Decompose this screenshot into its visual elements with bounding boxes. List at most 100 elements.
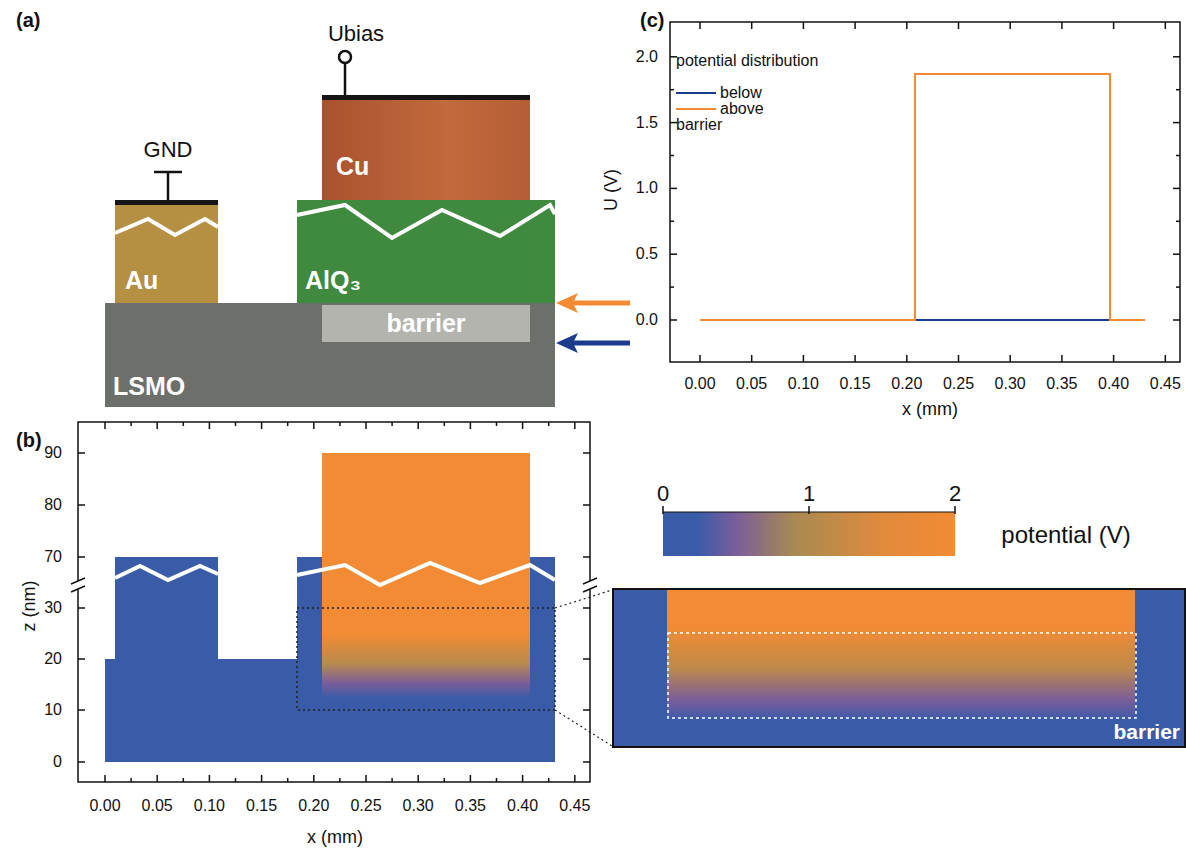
tick-mark (808, 506, 810, 514)
tick-mark (1113, 22, 1115, 29)
tick-mark (235, 422, 237, 426)
tick-mark (670, 155, 674, 157)
axis-break-mark (71, 586, 85, 592)
tick-mark (183, 422, 185, 426)
tick-mark (1173, 319, 1180, 321)
legend-label: above (720, 100, 764, 118)
tick-mark (548, 422, 550, 426)
zoom-box (297, 608, 555, 710)
tick-mark (209, 775, 211, 782)
layer-break-zigzag (297, 205, 555, 238)
tick-mark (391, 422, 393, 426)
tick-mark (417, 775, 419, 782)
axis-label: 0.30 (995, 375, 1026, 393)
tick-mark (854, 355, 856, 362)
axis-label: x (mm) (307, 828, 363, 848)
tick-mark (261, 422, 263, 429)
tick-mark (104, 775, 106, 782)
tick-mark (574, 422, 576, 429)
tick-mark (104, 422, 106, 429)
bias-wire (344, 63, 347, 95)
layer-label: AlQ₃ (305, 266, 361, 295)
colorbar-axis (663, 512, 955, 513)
tick-mark (156, 422, 158, 429)
axis-label: 0.40 (507, 797, 538, 815)
tick-mark (522, 775, 524, 782)
barrier-layer: barrier (612, 588, 1186, 748)
axis-label: 0.25 (350, 797, 381, 815)
tick-mark (662, 506, 664, 514)
layer-label: Au (125, 266, 158, 295)
axis-label: 0.45 (1150, 375, 1181, 393)
axis-label: 0.10 (788, 375, 819, 393)
tick-mark (583, 658, 590, 660)
device-layer: LSMObarrier (105, 303, 555, 407)
axis-label: 0.20 (298, 797, 329, 815)
tick-mark (261, 775, 263, 782)
tick-mark (670, 122, 677, 124)
below-arrow (572, 341, 630, 346)
panel-letter: (c) (640, 9, 664, 31)
tick-mark (78, 658, 85, 660)
axis-label: 0 (657, 482, 669, 506)
axis-label: 0.25 (943, 375, 974, 393)
legend-entry: below (676, 84, 762, 102)
tick-mark (906, 22, 908, 29)
axis-label: Ubias (328, 22, 384, 46)
tick-mark (78, 504, 85, 506)
axis-label: 70 (44, 548, 62, 566)
tick-mark (583, 504, 590, 506)
tick-mark (1176, 89, 1180, 91)
tick-mark (1176, 286, 1180, 288)
axis-break-zigzag (115, 566, 218, 580)
ground-symbol (154, 171, 182, 174)
tick-mark (548, 778, 550, 782)
axis-label: 90 (44, 444, 62, 462)
axis-label: 0.0 (636, 311, 658, 329)
axis-label: 0.00 (684, 375, 715, 393)
biased-region (667, 588, 1135, 720)
axis-label: potential (V) (1001, 522, 1130, 548)
axis-label: GND (144, 138, 193, 162)
tick-mark (583, 452, 590, 454)
tick-mark (670, 221, 674, 223)
axis-label: 0 (53, 753, 62, 771)
tick-mark (183, 778, 185, 782)
legend-label: below (720, 84, 762, 102)
device-layer: AlQ₃ (297, 200, 555, 303)
axis-label: 0.15 (840, 375, 871, 393)
tick-mark (156, 775, 158, 782)
tick-mark (417, 422, 419, 429)
legend-entry: above (676, 100, 764, 118)
axis-label: 0.00 (89, 797, 120, 815)
tick-mark (583, 607, 590, 609)
tick-mark (1173, 188, 1180, 190)
barrier-layer: barrier (322, 305, 530, 342)
axis-label: 0.45 (559, 797, 590, 815)
tick-mark (1165, 22, 1167, 29)
axis-label: 20 (44, 650, 62, 668)
legend-line (676, 108, 716, 110)
tick-mark (313, 775, 315, 782)
tick-mark (670, 253, 677, 255)
axis-label: 30 (44, 599, 62, 617)
tick-mark (1173, 253, 1180, 255)
tick-mark (751, 355, 753, 362)
panel-letter: (b) (16, 429, 42, 451)
axis-label: potential distribution (676, 52, 818, 70)
axis-break-mark (583, 578, 597, 584)
tick-mark (803, 355, 805, 362)
tick-mark (78, 556, 85, 558)
tick-mark (287, 778, 289, 782)
above-curve (700, 74, 1145, 320)
barrier-outline (668, 633, 1136, 718)
axis-label: 10 (44, 701, 62, 719)
tick-mark (470, 775, 472, 782)
tick-mark (1061, 22, 1063, 29)
tick-mark (803, 22, 805, 29)
tick-mark (1173, 56, 1180, 58)
axis-title: z (nm) (20, 581, 40, 632)
tick-mark (670, 188, 677, 190)
axis-label: 2.0 (636, 48, 658, 66)
